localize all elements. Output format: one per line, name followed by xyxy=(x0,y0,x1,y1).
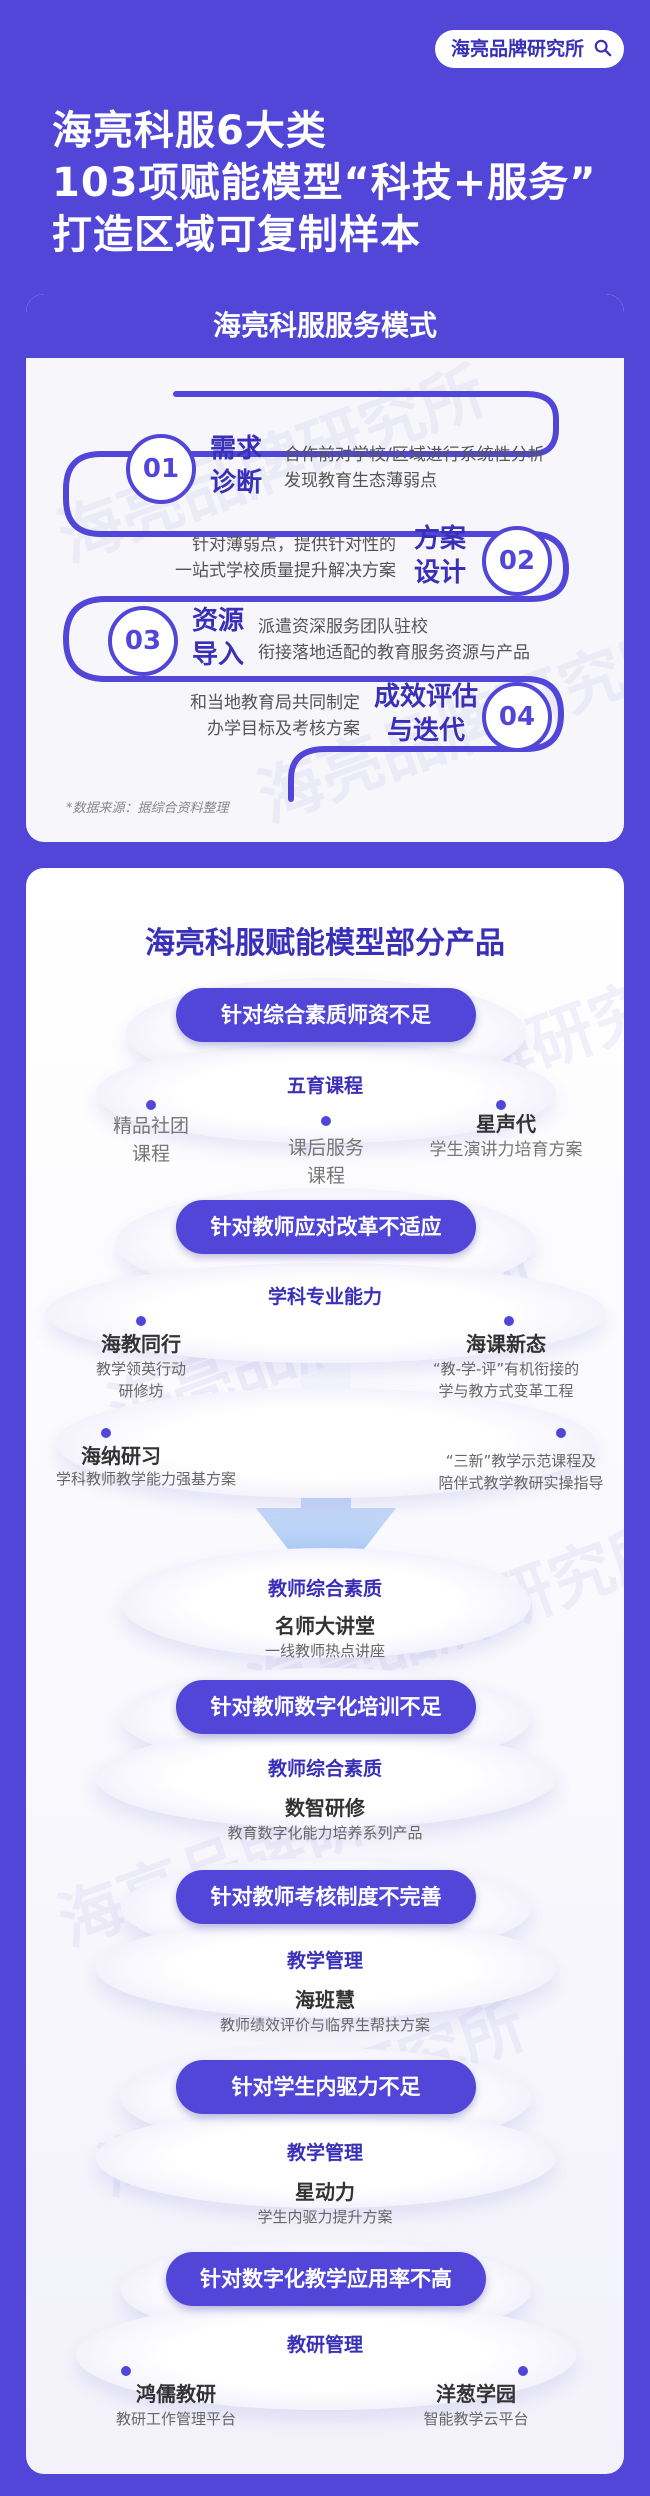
headline-line-2: 103项赋能模型“科技+服务” xyxy=(52,160,597,206)
bullet-dot xyxy=(518,2366,528,2376)
step-title: 成效评估与迭代 xyxy=(374,682,479,746)
layer-disc xyxy=(96,1043,556,1143)
product-name: 精品社团课程 xyxy=(112,1115,189,1165)
bullet-dot xyxy=(101,1428,111,1438)
problem-pill: 针对教师应对改革不适应 xyxy=(176,1200,476,1254)
service-model-card: 海亮科服服务模式 海亮品牌研究所 海亮品牌研究所 01 需求诊断 合作前对学校/… xyxy=(26,294,624,842)
step-number: 01 xyxy=(126,434,196,504)
product-description: 教师绩效评价与临界生帮扶方案 xyxy=(219,2016,430,2034)
step-description: 合作前对学校/区域进行系统性分析发现教育生态薄弱点 xyxy=(284,445,545,491)
bullet-dot xyxy=(504,1316,514,1326)
product-name: 数智研修 xyxy=(285,1796,365,1820)
category-label: 教学管理 xyxy=(286,1950,363,1972)
layer-disc xyxy=(56,1388,596,1498)
product-name: 名师大讲堂 xyxy=(275,1614,375,1638)
bullet-dot xyxy=(146,1100,156,1110)
product-name: 课后服务课程 xyxy=(287,1137,364,1187)
category-label: 教研管理 xyxy=(286,2334,363,2356)
step-description: 派遣资深服务团队驻校衔接落地适配的教育服务资源与产品 xyxy=(258,617,530,663)
bullet-dot xyxy=(556,1428,566,1438)
product-description: “教-学-评”有机衔接的学与教方式变革工程 xyxy=(432,1360,580,1400)
category-label: 五育课程 xyxy=(286,1075,363,1097)
layer-disc xyxy=(121,1548,531,1658)
step-number: 04 xyxy=(482,682,552,752)
product-description: 教研工作管理平台 xyxy=(115,2410,236,2428)
headline-line-3: 打造区域可复制样本 xyxy=(52,212,421,258)
products-title: 海亮科服赋能模型部分产品 xyxy=(145,926,505,961)
step-number: 03 xyxy=(108,606,178,676)
step-description: 针对薄弱点，提供针对性的一站式学校质量提升解决方案 xyxy=(175,535,396,581)
step-number: 02 xyxy=(482,526,552,596)
product-name: 海纳研习 xyxy=(81,1444,161,1468)
service-model-title: 海亮科服服务模式 xyxy=(26,294,624,358)
problem-pill: 针对教师考核制度不完善 xyxy=(176,1870,476,1924)
products-card: 海亮科服赋能模型部分产品 海亮品牌研究所 海亮品牌研究所 海亮品牌研究所 海亮品… xyxy=(26,868,624,2474)
product-description: 智能教学云平台 xyxy=(423,2410,529,2428)
product-description: “三新”教学示范课程及陪伴式教学教研实操指导 xyxy=(438,1452,604,1492)
product-description: 学生演讲力培育方案 xyxy=(429,1140,583,1160)
product-name: 海教同行 xyxy=(101,1332,181,1356)
search-icon xyxy=(594,39,612,57)
brand-tag[interactable]: 海亮品牌研究所 xyxy=(434,30,624,68)
bullet-dot xyxy=(136,1316,146,1326)
brand-tag-label: 海亮品牌研究所 xyxy=(450,38,584,60)
problem-pill: 针对教师数字化培训不足 xyxy=(176,1680,476,1734)
category-label: 教学管理 xyxy=(286,2142,363,2164)
product-name: 海班慧 xyxy=(295,1988,355,2012)
product-description: 教育数字化能力培养系列产品 xyxy=(227,1824,423,1842)
data-source-note: *数据来源：据综合资料整理 xyxy=(66,801,229,816)
product-name: 鸿儒教研 xyxy=(136,2382,216,2406)
problem-pill: 针对学生内驱力不足 xyxy=(176,2060,476,2114)
product-description: 学生内驱力提升方案 xyxy=(257,2208,393,2226)
layer-disc xyxy=(76,2300,576,2410)
layer-disc xyxy=(46,1263,606,1363)
layer-disc xyxy=(96,1728,556,1828)
bullet-dot xyxy=(121,2366,131,2376)
step-description: 和当地教育局共同制定办学目标及考核方案 xyxy=(190,693,360,739)
category-label: 教师综合素质 xyxy=(267,1758,382,1780)
product-name: 星声代 xyxy=(476,1112,536,1136)
product-description: 学科教师教学能力强基方案 xyxy=(55,1470,236,1488)
layer-disc xyxy=(96,1918,556,2018)
category-label: 教师综合素质 xyxy=(267,1578,382,1600)
headline-line-1: 海亮科服6大类 xyxy=(52,108,327,154)
problem-pill: 针对综合素质师资不足 xyxy=(176,988,476,1042)
product-description: 教学领英行动研修坊 xyxy=(95,1360,186,1400)
bullet-dot xyxy=(496,1100,506,1110)
problem-pill: 针对数字化教学应用率不高 xyxy=(166,2252,486,2306)
bullet-dot xyxy=(321,1116,331,1126)
product-name: 星动力 xyxy=(295,2180,355,2204)
service-flow-path xyxy=(62,391,570,802)
category-label: 学科专业能力 xyxy=(267,1286,382,1308)
layer-disc xyxy=(96,2108,556,2208)
step-title: 资源导入 xyxy=(192,606,245,670)
product-name: 海课新态 xyxy=(466,1332,546,1356)
product-name: 洋葱学园 xyxy=(436,2382,516,2406)
product-description: 一线教师热点讲座 xyxy=(264,1642,385,1660)
step-title: 需求诊断 xyxy=(210,434,263,498)
step-title: 方案设计 xyxy=(414,524,467,588)
